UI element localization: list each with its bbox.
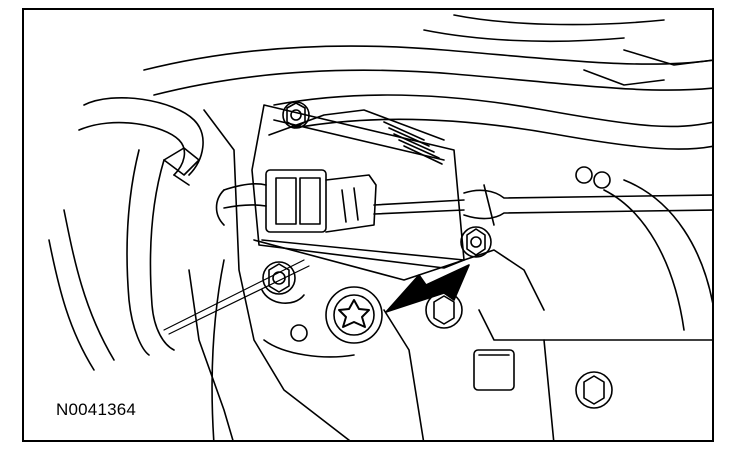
probe-wire (164, 260, 309, 334)
frame-bolt (426, 167, 612, 408)
upper-hoses (144, 15, 714, 149)
sensor-bolt-upper (283, 102, 309, 128)
shift-cable (374, 185, 714, 225)
figure-id-label: N0041364 (56, 400, 137, 419)
figure-frame: N0041364 (22, 8, 714, 442)
transmission-illustration (24, 10, 714, 442)
transmission-case (189, 110, 714, 442)
coolant-hose (49, 98, 203, 370)
torx-bolt (291, 287, 382, 343)
electrical-connector (217, 170, 377, 232)
transmission-range-sensor (252, 105, 464, 268)
callout-arrow (386, 265, 469, 312)
sensor-bolt-lower-left (262, 262, 304, 303)
sensor-bolt-right (461, 227, 491, 257)
